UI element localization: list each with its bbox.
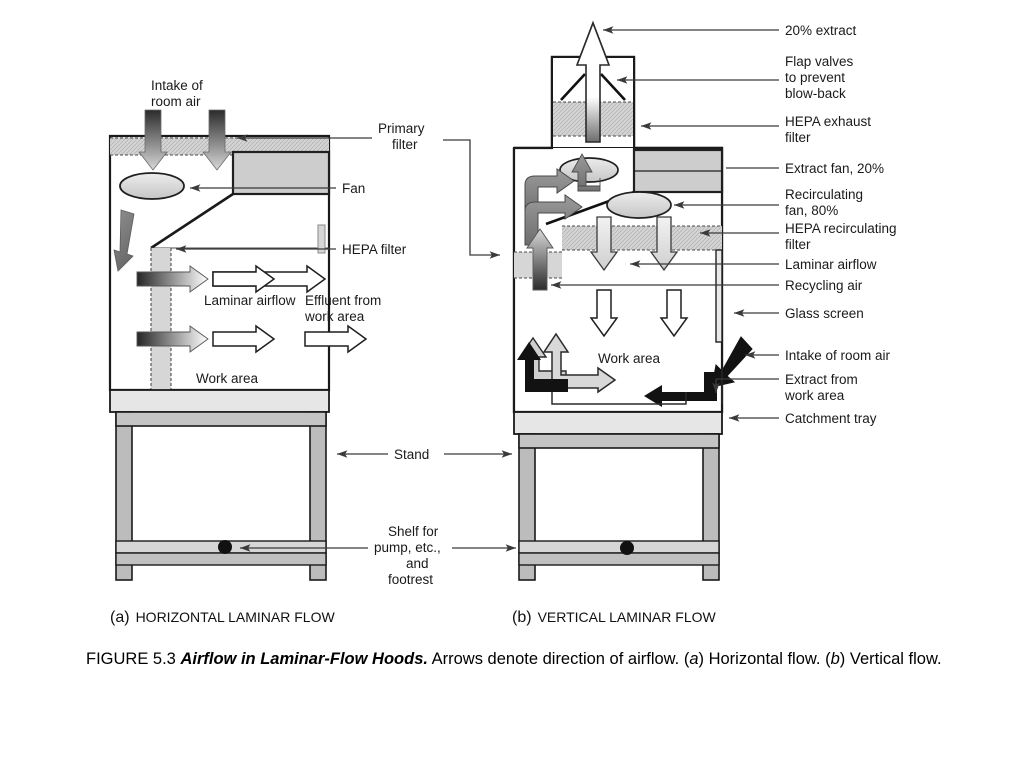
panel-b-extract-from-line2: work area xyxy=(784,388,845,403)
panel-a-horizontal-hood: Laminar airflow Effluent from work area … xyxy=(108,78,425,626)
panel-a-effluent-label-line1: Effluent from xyxy=(305,293,381,308)
panel-b-work-area-label: Work area xyxy=(598,351,661,366)
panel-b-extract-from-line1: Extract from xyxy=(785,372,858,387)
bench-top-b xyxy=(513,411,723,435)
panel-b-glass-screen-label: Glass screen xyxy=(785,306,864,321)
panel-a-primary-filter-label-line2: filter xyxy=(392,137,418,152)
intake-arrows-a xyxy=(138,109,232,171)
caption-number: FIGURE 5.3 xyxy=(86,650,176,668)
shelf-label-line2: pump, etc., xyxy=(374,540,441,555)
extract-fan-housing-b xyxy=(632,148,724,194)
fan-housing-a xyxy=(231,150,331,196)
panel-b-hepa-recirc-line2: filter xyxy=(785,237,811,252)
shared-labels: Stand Shelf for pump, etc., and footrest xyxy=(240,447,516,587)
panel-b-extract-20-label: 20% extract xyxy=(785,23,857,38)
hepa-filter-a xyxy=(150,248,172,390)
panel-b-letter: (b) xyxy=(512,609,532,626)
catchment-tray-b xyxy=(551,368,723,405)
panel-b-recirc-fan-line2: fan, 80% xyxy=(785,203,838,218)
panel-b-hepa-exhaust-line2: filter xyxy=(785,130,811,145)
stand-a xyxy=(115,411,327,581)
panel-a-work-area-label: Work area xyxy=(196,371,259,386)
laminar-flow-arrows-a xyxy=(136,264,368,354)
shelf-label-line1: Shelf for xyxy=(388,524,439,539)
caption-title: Airflow in Laminar-Flow Hoods. xyxy=(180,650,428,668)
panel-b-catchment-tray-label: Catchment tray xyxy=(785,411,877,426)
caption-b-letter: b xyxy=(830,650,840,668)
caption-b-text: ) Vertical flow. xyxy=(839,650,942,668)
glass-screen-b xyxy=(715,249,723,343)
panel-b-recycling-air-label: Recycling air xyxy=(785,278,863,293)
caption-rest: Arrows denote direction of airflow. ( xyxy=(427,650,690,668)
panel-a-title: HORIZONTAL LAMINAR FLOW xyxy=(136,609,336,625)
figure-caption: FIGURE 5.3 Airflow in Laminar-Flow Hoods… xyxy=(86,648,996,671)
caption-b-open: ( xyxy=(825,650,831,668)
panel-b-vertical-hood: Work area 20% extract Flap valves to pre… xyxy=(512,20,897,626)
stand-b xyxy=(518,433,720,581)
panel-a-laminar-airflow-label: Laminar airflow xyxy=(204,293,296,308)
laminar-down-arrows-b xyxy=(589,216,689,338)
panel-a-primary-filter-label-line1: Primary xyxy=(378,121,425,136)
panel-b-extract-fan-label: Extract fan, 20% xyxy=(785,161,884,176)
recirculating-fan-b xyxy=(606,191,672,219)
panel-a-hepa-filter-label: HEPA filter xyxy=(342,242,407,257)
panel-b-flap-valves-line1: Flap valves xyxy=(785,54,854,69)
recirculation-arrow-a xyxy=(113,209,135,272)
shelf-label-line3: and xyxy=(406,556,429,571)
panel-a-fan-label: Fan xyxy=(342,181,365,196)
hepa-side-band-b xyxy=(514,228,562,291)
caption-a-letter: a xyxy=(689,650,699,668)
panel-b-recirc-fan-line1: Recirculating xyxy=(785,187,863,202)
stand-label: Stand xyxy=(394,447,429,462)
leader-primary-filter-cross xyxy=(443,139,500,259)
panel-b-laminar-airflow-label: Laminar airflow xyxy=(785,257,877,272)
extract-elbows-b xyxy=(517,332,717,407)
panel-a-intake-label-line2: room air xyxy=(151,94,201,109)
fan-a xyxy=(119,172,185,200)
hepa-recirculating-filter-b xyxy=(562,225,722,251)
panel-b-hepa-recirc-line1: HEPA recirculating xyxy=(785,221,897,236)
panel-b-flap-valves-line3: blow-back xyxy=(785,86,846,101)
panel-a-intake-label-line1: Intake of xyxy=(151,78,203,93)
panel-b-hepa-exhaust-line1: HEPA exhaust xyxy=(785,114,871,129)
panel-b-caption: (b) VERTICAL LAMINAR FLOW xyxy=(512,609,716,626)
panel-a-caption: (a) HORIZONTAL LAMINAR FLOW xyxy=(110,609,335,626)
panel-b-intake-room-air-label: Intake of room air xyxy=(785,348,891,363)
panel-a-effluent-label-line2: work area xyxy=(304,309,365,324)
shelf-label-line4: footrest xyxy=(388,572,433,587)
panel-b-flap-valves-line2: to prevent xyxy=(785,70,845,85)
panel-b-title: VERTICAL LAMINAR FLOW xyxy=(538,609,717,625)
extract-fan-b xyxy=(559,153,619,192)
bench-top-a xyxy=(109,389,330,413)
caption-a-text: ) Horizontal flow. xyxy=(698,650,821,668)
panel-a-letter: (a) xyxy=(110,609,130,626)
